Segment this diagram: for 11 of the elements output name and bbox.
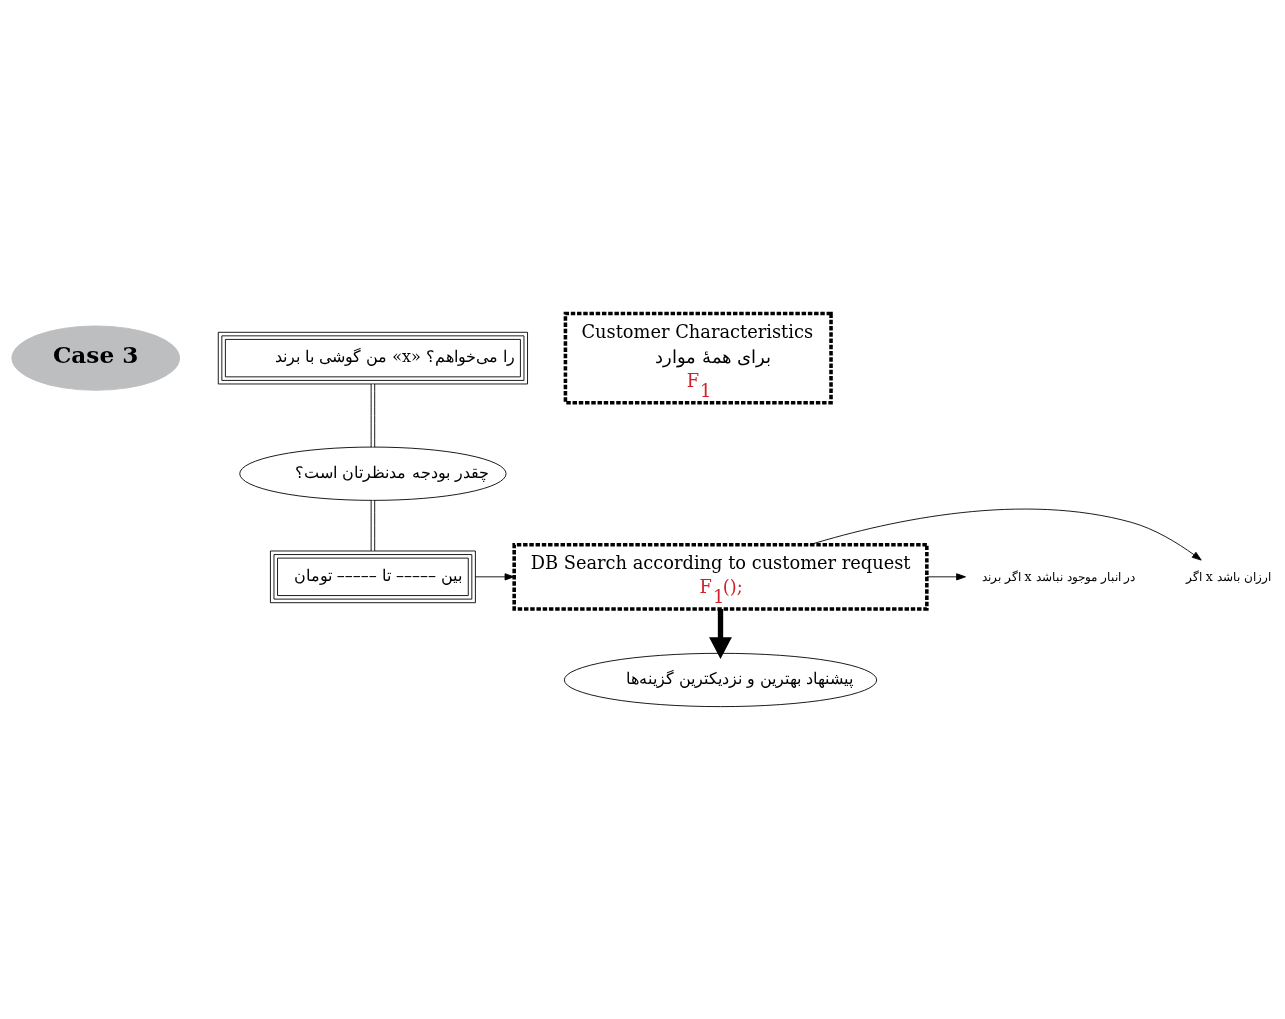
connector [370,499,376,551]
arrow [709,608,732,659]
arrow [926,572,966,580]
node-ellipse: پیشنهاد بهترین و نزدیکترین گزینه‌ها [563,652,878,707]
arrow [809,508,1202,561]
arrow [474,572,515,580]
node-ellipse: چقدر بودجه مدنظرتان است؟ [239,446,507,501]
connector [370,383,376,448]
node-text: اگر x ارزان باشد [1185,568,1271,584]
node-ellipse: Case 3 [11,325,181,391]
node-text: اگر برند x در انبار موجود نباشد [981,568,1136,584]
